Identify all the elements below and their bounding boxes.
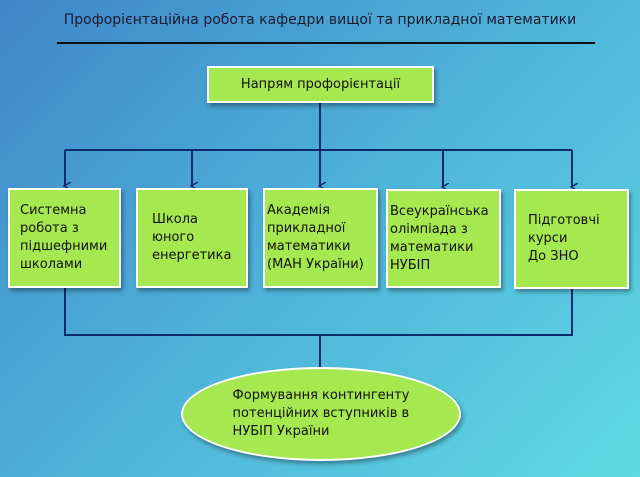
branch-box-5: Підготовчі курси До ЗНО [514, 189, 629, 289]
branch-box-3: Академія прикладної математики (МАН Укра… [263, 188, 378, 288]
slide-title: Профорієнтаційна робота кафедри вищої та… [63, 12, 577, 28]
branch-box-1: Системна робота з підшефними школами [8, 188, 121, 288]
branch-box-4: Всеукраїнська олімпіада з математики НУБ… [386, 189, 501, 288]
result-ellipse: Формування контингенту потенційних вступ… [181, 367, 461, 461]
root-box: Напрям профорієнтації [207, 66, 434, 103]
bottom-bus [64, 287, 573, 336]
branch-box-2: Школа юного енергетика [136, 188, 248, 288]
title-underline [57, 42, 595, 44]
